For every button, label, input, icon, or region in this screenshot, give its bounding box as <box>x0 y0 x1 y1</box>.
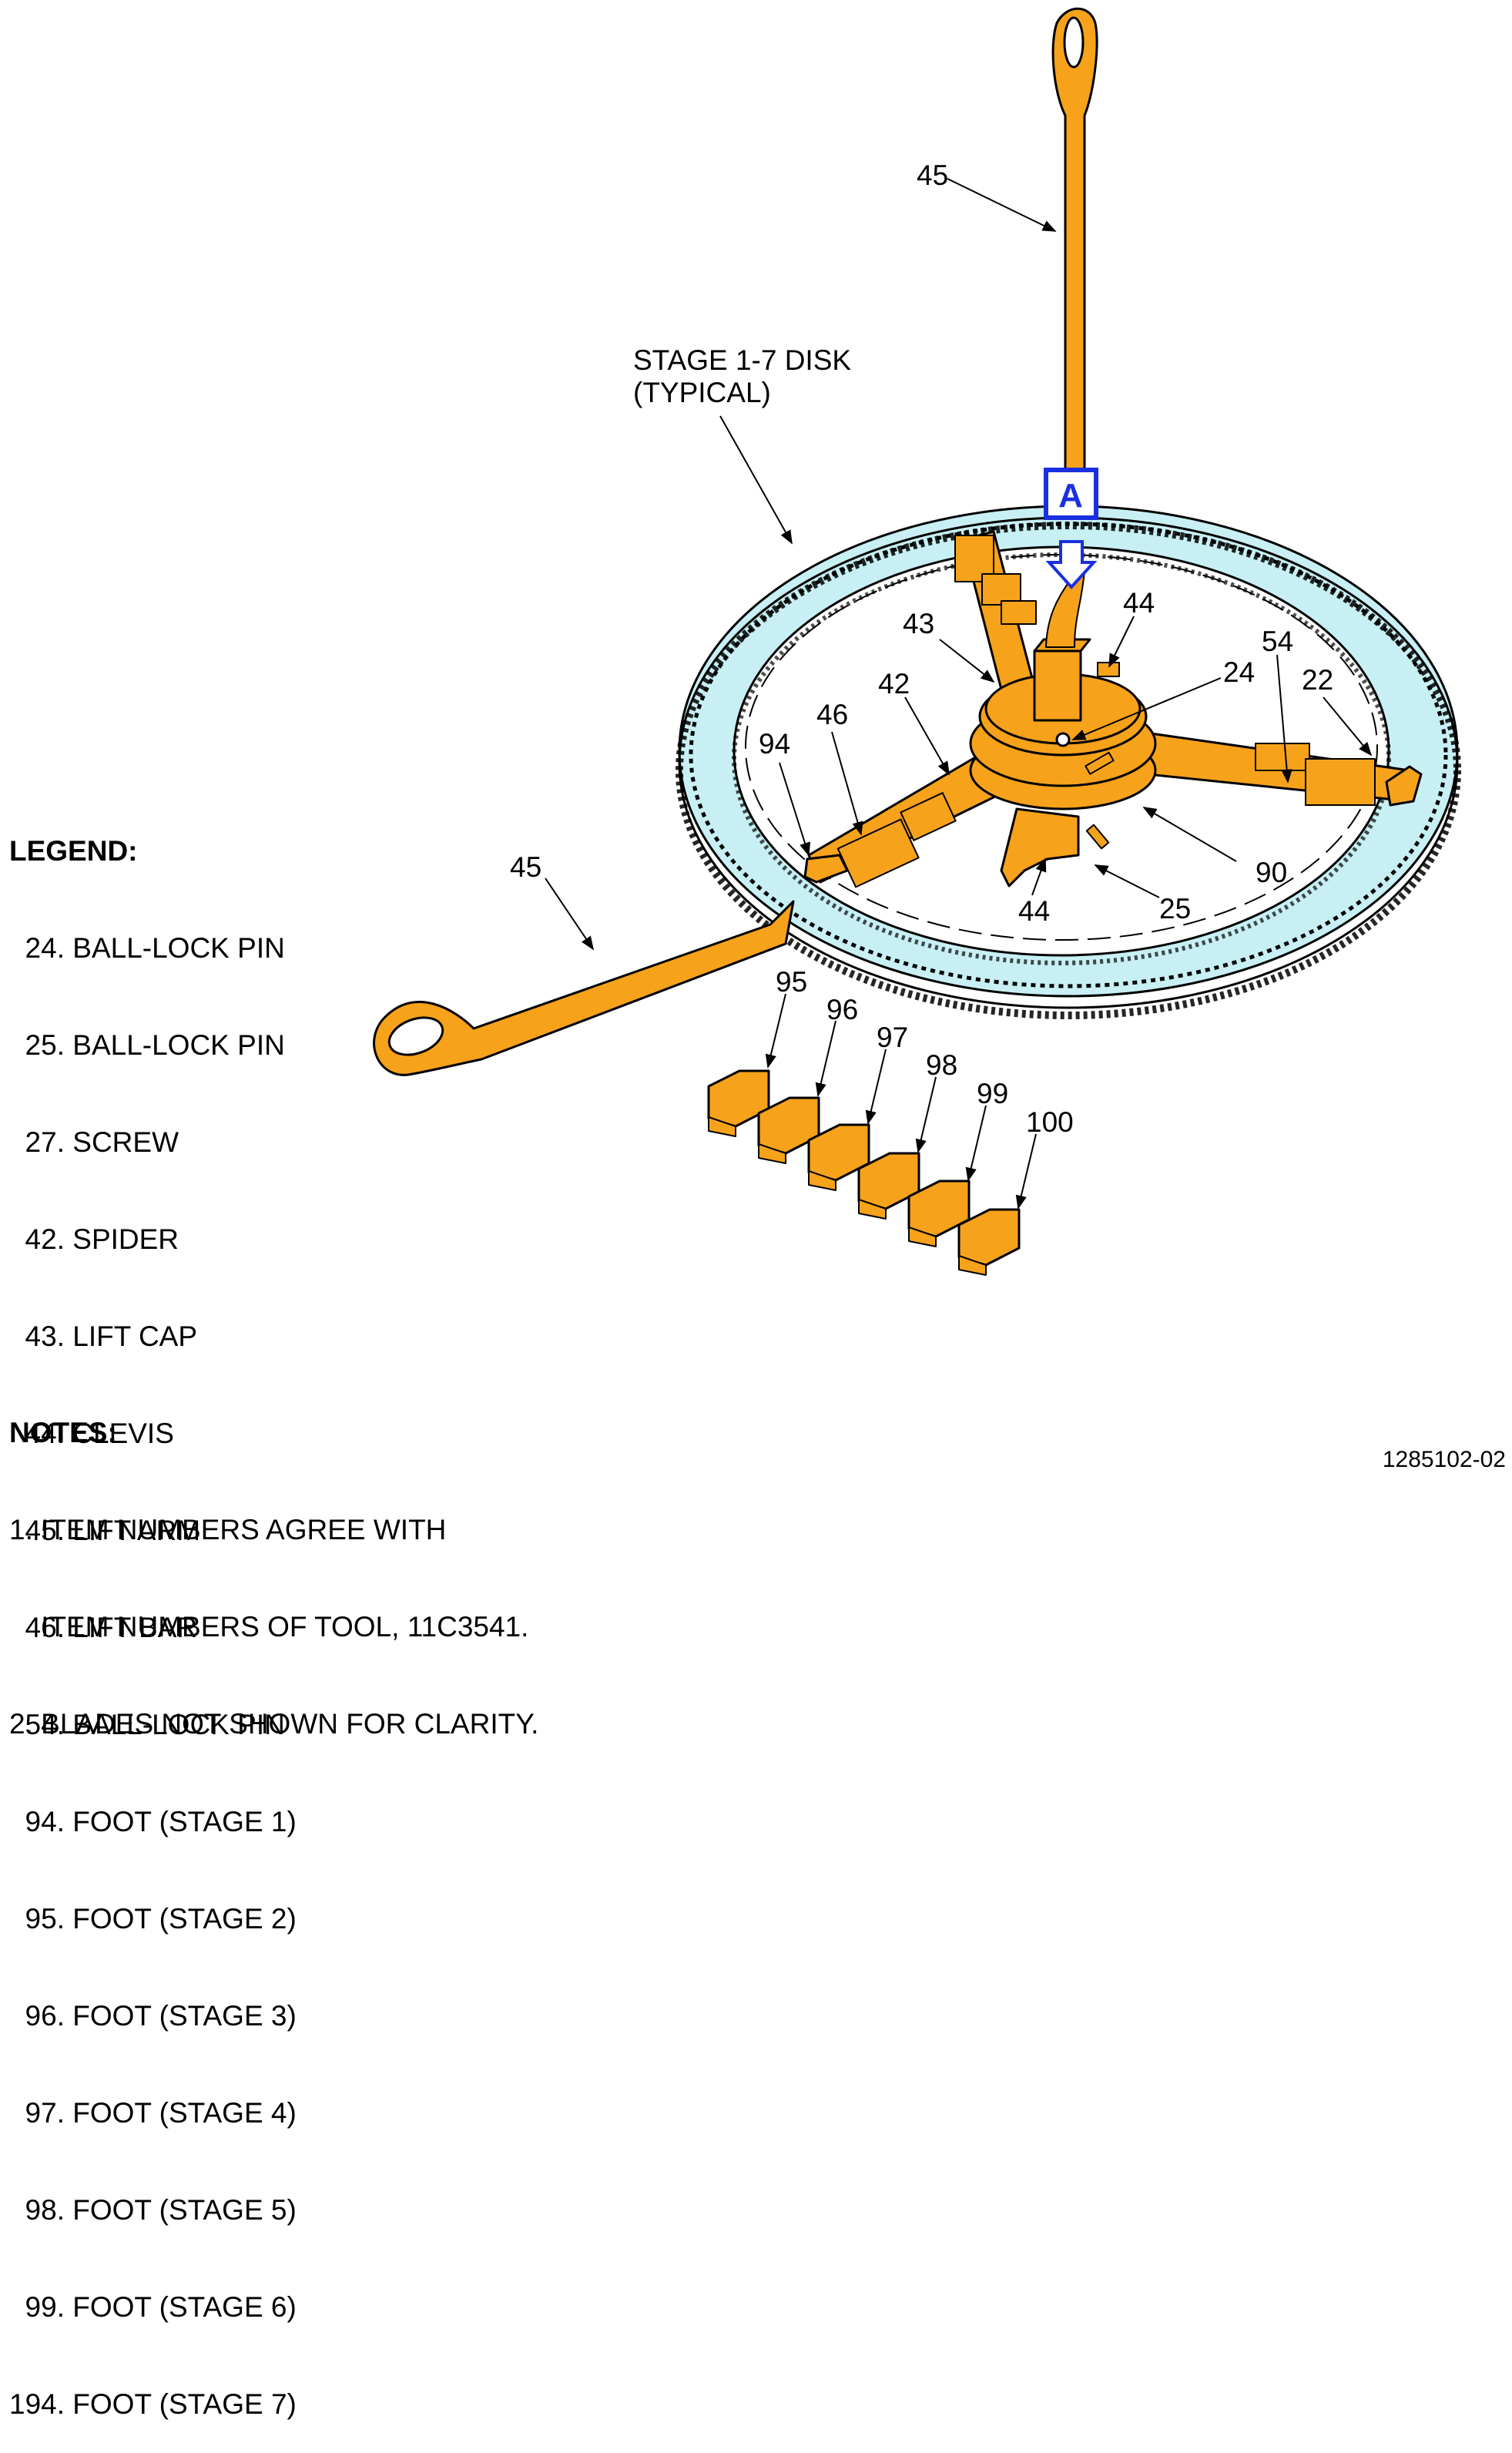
callout-90: 90 <box>1256 857 1287 888</box>
tool-assembly-diagram: A 45 STAGE 1-7 DISK (TYPICAL) 44 43 42 4… <box>373 7 1461 1276</box>
callout-100: 100 <box>1026 1106 1074 1138</box>
callout-46: 46 <box>816 699 848 730</box>
callout-44-top: 44 <box>1123 587 1155 619</box>
legend-item: 99. FOOT (STAGE 6) <box>9 2291 297 2323</box>
callout-labels: 45 STAGE 1-7 DISK (TYPICAL) 44 43 42 46 … <box>510 159 1333 1138</box>
figure-number: 1285102-02 <box>1382 1447 1506 1472</box>
legend-item: 43. LIFT CAP <box>9 1320 198 1352</box>
note-item: 1. ITEM NUMBERS AGREE WITH <box>9 1514 447 1545</box>
callout-stage-disk-line2: (TYPICAL) <box>633 377 771 408</box>
legend-item: 98. FOOT (STAGE 5) <box>9 2194 297 2226</box>
legend-title: LEGEND: <box>9 835 138 867</box>
lift-arm-bottom <box>373 900 795 1076</box>
legend-item: 24. BALL-LOCK PIN <box>9 932 285 964</box>
callout-95: 95 <box>776 966 807 998</box>
callout-25: 25 <box>1159 893 1191 924</box>
callout-45-bottom: 45 <box>510 851 541 883</box>
legend-item: 97. FOOT (STAGE 4) <box>9 2097 297 2129</box>
legend-item: 94. FOOT (STAGE 1) <box>9 1806 297 1837</box>
notes: NOTES: 1. ITEM NUMBERS AGREE WITH ITEM N… <box>9 1352 538 1773</box>
note-item: ITEM NUMBERS OF TOOL, 11C3541. <box>9 1611 529 1643</box>
spider <box>803 530 1423 888</box>
callout-stage-disk-line1: STAGE 1-7 DISK <box>633 344 851 376</box>
legend-item: 194. FOOT (STAGE 7) <box>9 2388 297 2420</box>
callout-24: 24 <box>1223 656 1255 688</box>
notes-title: NOTES: <box>9 1417 117 1448</box>
leader-lines <box>545 178 1373 1210</box>
legend-item: 95. FOOT (STAGE 2) <box>9 1903 297 1935</box>
legend-item: 44. CLEVIS <box>9 1418 174 1449</box>
lift-arm-top <box>1051 7 1098 572</box>
callout-54: 54 <box>1262 626 1293 657</box>
legend-item: 42. SPIDER <box>9 1223 179 1255</box>
legend-item: 27. SCREW <box>9 1126 179 1158</box>
callout-94: 94 <box>759 728 790 760</box>
feet-row <box>707 1069 1021 1276</box>
callout-97: 97 <box>877 1022 908 1053</box>
callout-45-top: 45 <box>917 159 948 191</box>
legend-item: 25. BALL-LOCK PIN <box>9 1029 285 1061</box>
callout-96: 96 <box>826 994 858 1025</box>
callout-44-bottom: 44 <box>1018 895 1050 927</box>
callout-43: 43 <box>903 608 934 639</box>
legend-item: 96. FOOT (STAGE 3) <box>9 2000 297 2032</box>
view-a-label: A <box>1058 477 1083 515</box>
view-a-indicator: A <box>1044 468 1098 589</box>
callout-22: 22 <box>1302 664 1333 696</box>
callout-99: 99 <box>977 1078 1008 1109</box>
callout-42: 42 <box>878 668 910 700</box>
note-item: 2. BLADES NOT SHOWN FOR CLARITY. <box>9 1708 539 1740</box>
callout-98: 98 <box>926 1049 957 1081</box>
